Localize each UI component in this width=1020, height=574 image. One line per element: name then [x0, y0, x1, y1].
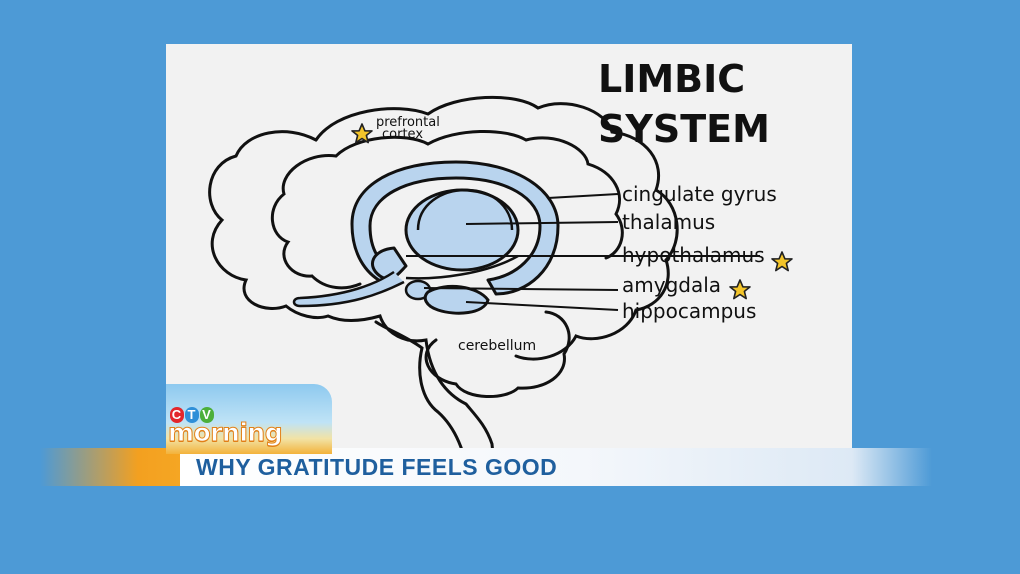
- network-letter-t: T: [185, 407, 199, 423]
- cingulate-gyrus: [350, 160, 560, 296]
- limbic-system-diagram: LIMBIC SYSTEM prefrontal cortex cingulat…: [208, 57, 793, 486]
- label-hippocampus: hippocampus: [622, 299, 756, 323]
- banner-accent-left: [40, 448, 180, 486]
- label-thalamus: thalamus: [622, 210, 715, 234]
- label-cingulate-gyrus: cingulate gyrus: [622, 182, 777, 206]
- label-prefrontal: prefrontal: [376, 115, 440, 130]
- headline-banner: [180, 448, 852, 486]
- hypothalamus: [370, 246, 408, 281]
- olfactory-stalk: [292, 270, 405, 308]
- brain-top-outline: [314, 95, 679, 361]
- hippocampus: [423, 285, 490, 315]
- cortex-fold: [270, 154, 362, 290]
- label-cerebellum: cerebellum: [458, 338, 536, 354]
- label-cortex: cortex: [382, 127, 423, 142]
- banner-accent-right: [852, 448, 932, 486]
- label-amygdala: amygdala: [622, 273, 721, 297]
- fornix: [405, 254, 519, 280]
- pointer-lines: [406, 193, 760, 311]
- cerebellum-outline: [424, 310, 571, 399]
- diagram-title-line2: SYSTEM: [598, 107, 770, 151]
- show-name: morning: [167, 418, 283, 448]
- label-hypothalamus: hypothalamus: [622, 243, 765, 267]
- network-letter-v: V: [200, 407, 214, 423]
- headline-text: WHY GRATITUDE FEELS GOOD: [196, 454, 558, 480]
- star-icon-amygdala: [729, 279, 751, 300]
- cortex-fold-top: [334, 129, 624, 260]
- diagram-title-line1: LIMBIC: [598, 57, 745, 101]
- network-letter-c: C: [170, 407, 184, 423]
- thalamus-inner: [416, 188, 514, 231]
- brain-outline: [208, 130, 498, 486]
- star-icon-hypothalamus: [771, 251, 793, 272]
